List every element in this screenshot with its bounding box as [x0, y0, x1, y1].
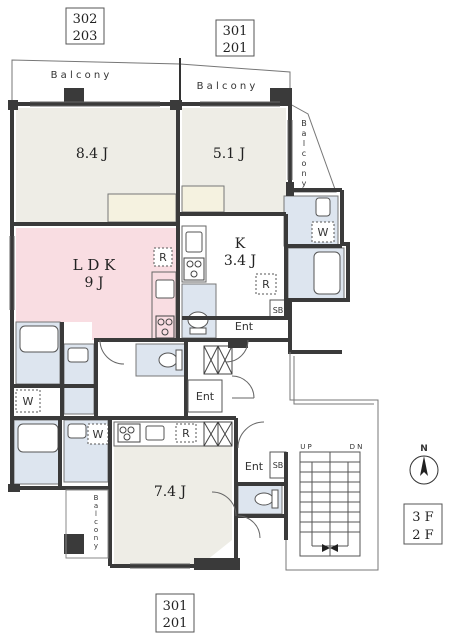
balcony-letter: l	[303, 139, 305, 148]
room-label-western-3: 7.4 J	[154, 484, 186, 500]
stair-up-label: U P	[300, 443, 312, 451]
balcony-letter: B	[301, 119, 307, 128]
balcony-right-label: B a l c o n y	[301, 119, 307, 188]
shoebox-label: SB	[273, 306, 284, 315]
unit-label-top-left: 302 203	[65, 7, 105, 45]
balcony-left: B a l c o n y	[65, 489, 109, 559]
balcony-letter: a	[94, 502, 98, 510]
refrigerator-label: R	[159, 251, 167, 264]
balcony-right	[289, 103, 337, 193]
room-label-western-2: 5.1 J	[213, 146, 245, 162]
entrance-label: Ent	[196, 390, 215, 403]
balcony-letter: c	[302, 149, 306, 158]
fixture-labels: R R R W W W SB SB	[15, 221, 335, 479]
stair-down-label: D N	[350, 443, 363, 451]
balcony-label: B a l c o n y	[197, 81, 256, 92]
washer-label: W	[23, 395, 34, 408]
storage-x-icon	[203, 345, 233, 447]
refrigerator-label: R	[262, 278, 270, 291]
north-compass-icon: N	[409, 444, 439, 485]
balcony-letter: y	[302, 179, 307, 188]
balcony-label: B a l c o n y	[51, 70, 110, 81]
shoebox-label: SB	[273, 461, 284, 470]
compass-letter: N	[420, 444, 428, 454]
balcony-letter: o	[94, 526, 98, 534]
room-label-ldk-size: 9 J	[85, 275, 104, 291]
washer-label: W	[318, 226, 329, 239]
unit-number: 201	[223, 41, 248, 56]
unit-label-bottom: 301 201	[155, 593, 195, 633]
unit-label-top-right: 301 201	[215, 19, 255, 57]
unit-number: 301	[163, 599, 188, 614]
floor-label: 2 F	[412, 528, 433, 543]
door-swings	[99, 339, 265, 539]
unit-number: 301	[223, 24, 248, 39]
entrance-label: Ent	[235, 320, 254, 333]
walls	[10, 102, 350, 568]
closet-2	[181, 185, 225, 213]
floor-indicator: 3 F 2 F	[403, 503, 443, 545]
room-ldk	[16, 228, 176, 340]
staircase	[299, 451, 361, 557]
common-corridor	[285, 352, 379, 571]
floor-label: 3 F	[412, 510, 433, 525]
stove-icon	[117, 257, 205, 443]
balcony-letter: o	[302, 159, 307, 168]
balcony-letter: c	[94, 518, 98, 526]
room-label-western-1: 8.4 J	[76, 146, 108, 162]
sink-icon	[67, 197, 331, 441]
balcony-letter: a	[302, 129, 307, 138]
unit-number: 302	[73, 12, 98, 27]
room-label-kitchen-size: 3.4 J	[224, 253, 256, 269]
unit-number: 203	[73, 29, 98, 44]
room-label-kitchen: K	[235, 236, 246, 252]
unit-number: 201	[163, 616, 188, 631]
balcony-letter: B	[94, 494, 99, 502]
windows	[9, 101, 293, 569]
room-western-3	[114, 446, 232, 564]
balcony-letter: n	[301, 169, 306, 178]
washer-label: W	[93, 428, 104, 441]
refrigerator-label: R	[182, 427, 190, 440]
balcony-letter: l	[95, 510, 97, 518]
room-label-ldk: L D K	[73, 256, 117, 274]
bathtub-icon	[17, 251, 341, 453]
balcony-letter: y	[94, 542, 98, 550]
closet-1	[107, 193, 177, 223]
stair-direction-icon	[322, 544, 338, 552]
balcony-letter: n	[94, 534, 98, 542]
entrance-label: Ent	[245, 460, 264, 473]
